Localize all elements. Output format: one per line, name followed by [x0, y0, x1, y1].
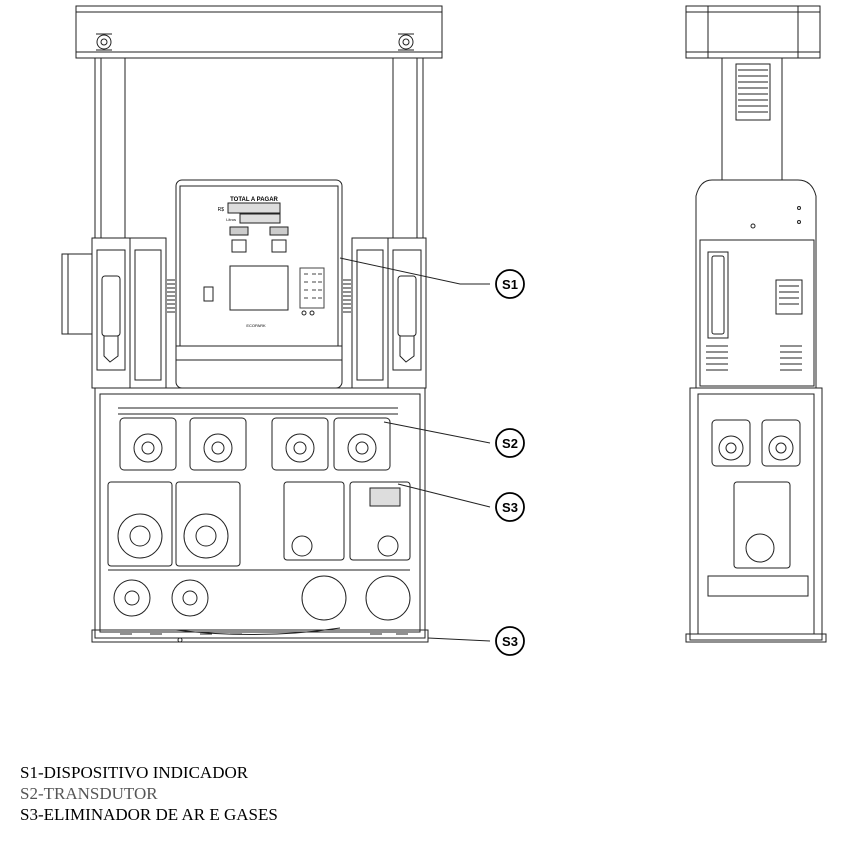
callout-s3-lower: S3	[495, 626, 525, 656]
front-left-nozzle-housing	[61, 237, 167, 389]
side-column	[721, 57, 783, 185]
dispenser-technical-drawing: TOTAL A PAGAR R$ Litros ECOPARK	[61, 5, 827, 656]
callout-s3-lower-label: S3	[502, 634, 518, 649]
front-hydraulic-cabinet	[91, 387, 429, 643]
front-keypad	[299, 267, 325, 309]
front-pumps	[113, 575, 411, 621]
front-view: TOTAL A PAGAR R$ Litros ECOPARK	[61, 5, 491, 643]
callout-s2: S2	[495, 428, 525, 458]
side-head	[695, 179, 817, 389]
front-display-currency: R$	[218, 207, 225, 213]
front-display-volume: Litros	[226, 217, 236, 222]
legend-s3: S3-ELIMINADOR DE AR E GASES	[20, 805, 278, 824]
legend-s2: S2-TRANSDUTOR	[20, 784, 158, 803]
front-canopy	[75, 5, 443, 59]
callout-s3-upper: S3	[495, 492, 525, 522]
front-display-brand: ECOPARK	[246, 323, 266, 328]
front-display-head	[167, 179, 351, 389]
front-right-nozzle-housing	[351, 237, 427, 389]
legend-s1: S1-DISPOSITIVO INDICADOR	[20, 763, 249, 782]
side-view	[685, 5, 827, 643]
callout-leaders	[339, 257, 491, 642]
front-display-title: TOTAL A PAGAR	[230, 197, 278, 203]
front-meters	[107, 481, 411, 571]
side-canopy	[685, 5, 821, 59]
front-transducers	[118, 407, 398, 471]
legend: S1-DISPOSITIVO INDICADOR S2-TRANSDUTOR S…	[20, 762, 278, 825]
callout-s1-label: S1	[502, 277, 518, 292]
callout-s1: S1	[495, 269, 525, 299]
callout-s3-upper-label: S3	[502, 500, 518, 515]
side-hydraulic-cabinet	[685, 387, 827, 643]
callout-s2-label: S2	[502, 436, 518, 451]
